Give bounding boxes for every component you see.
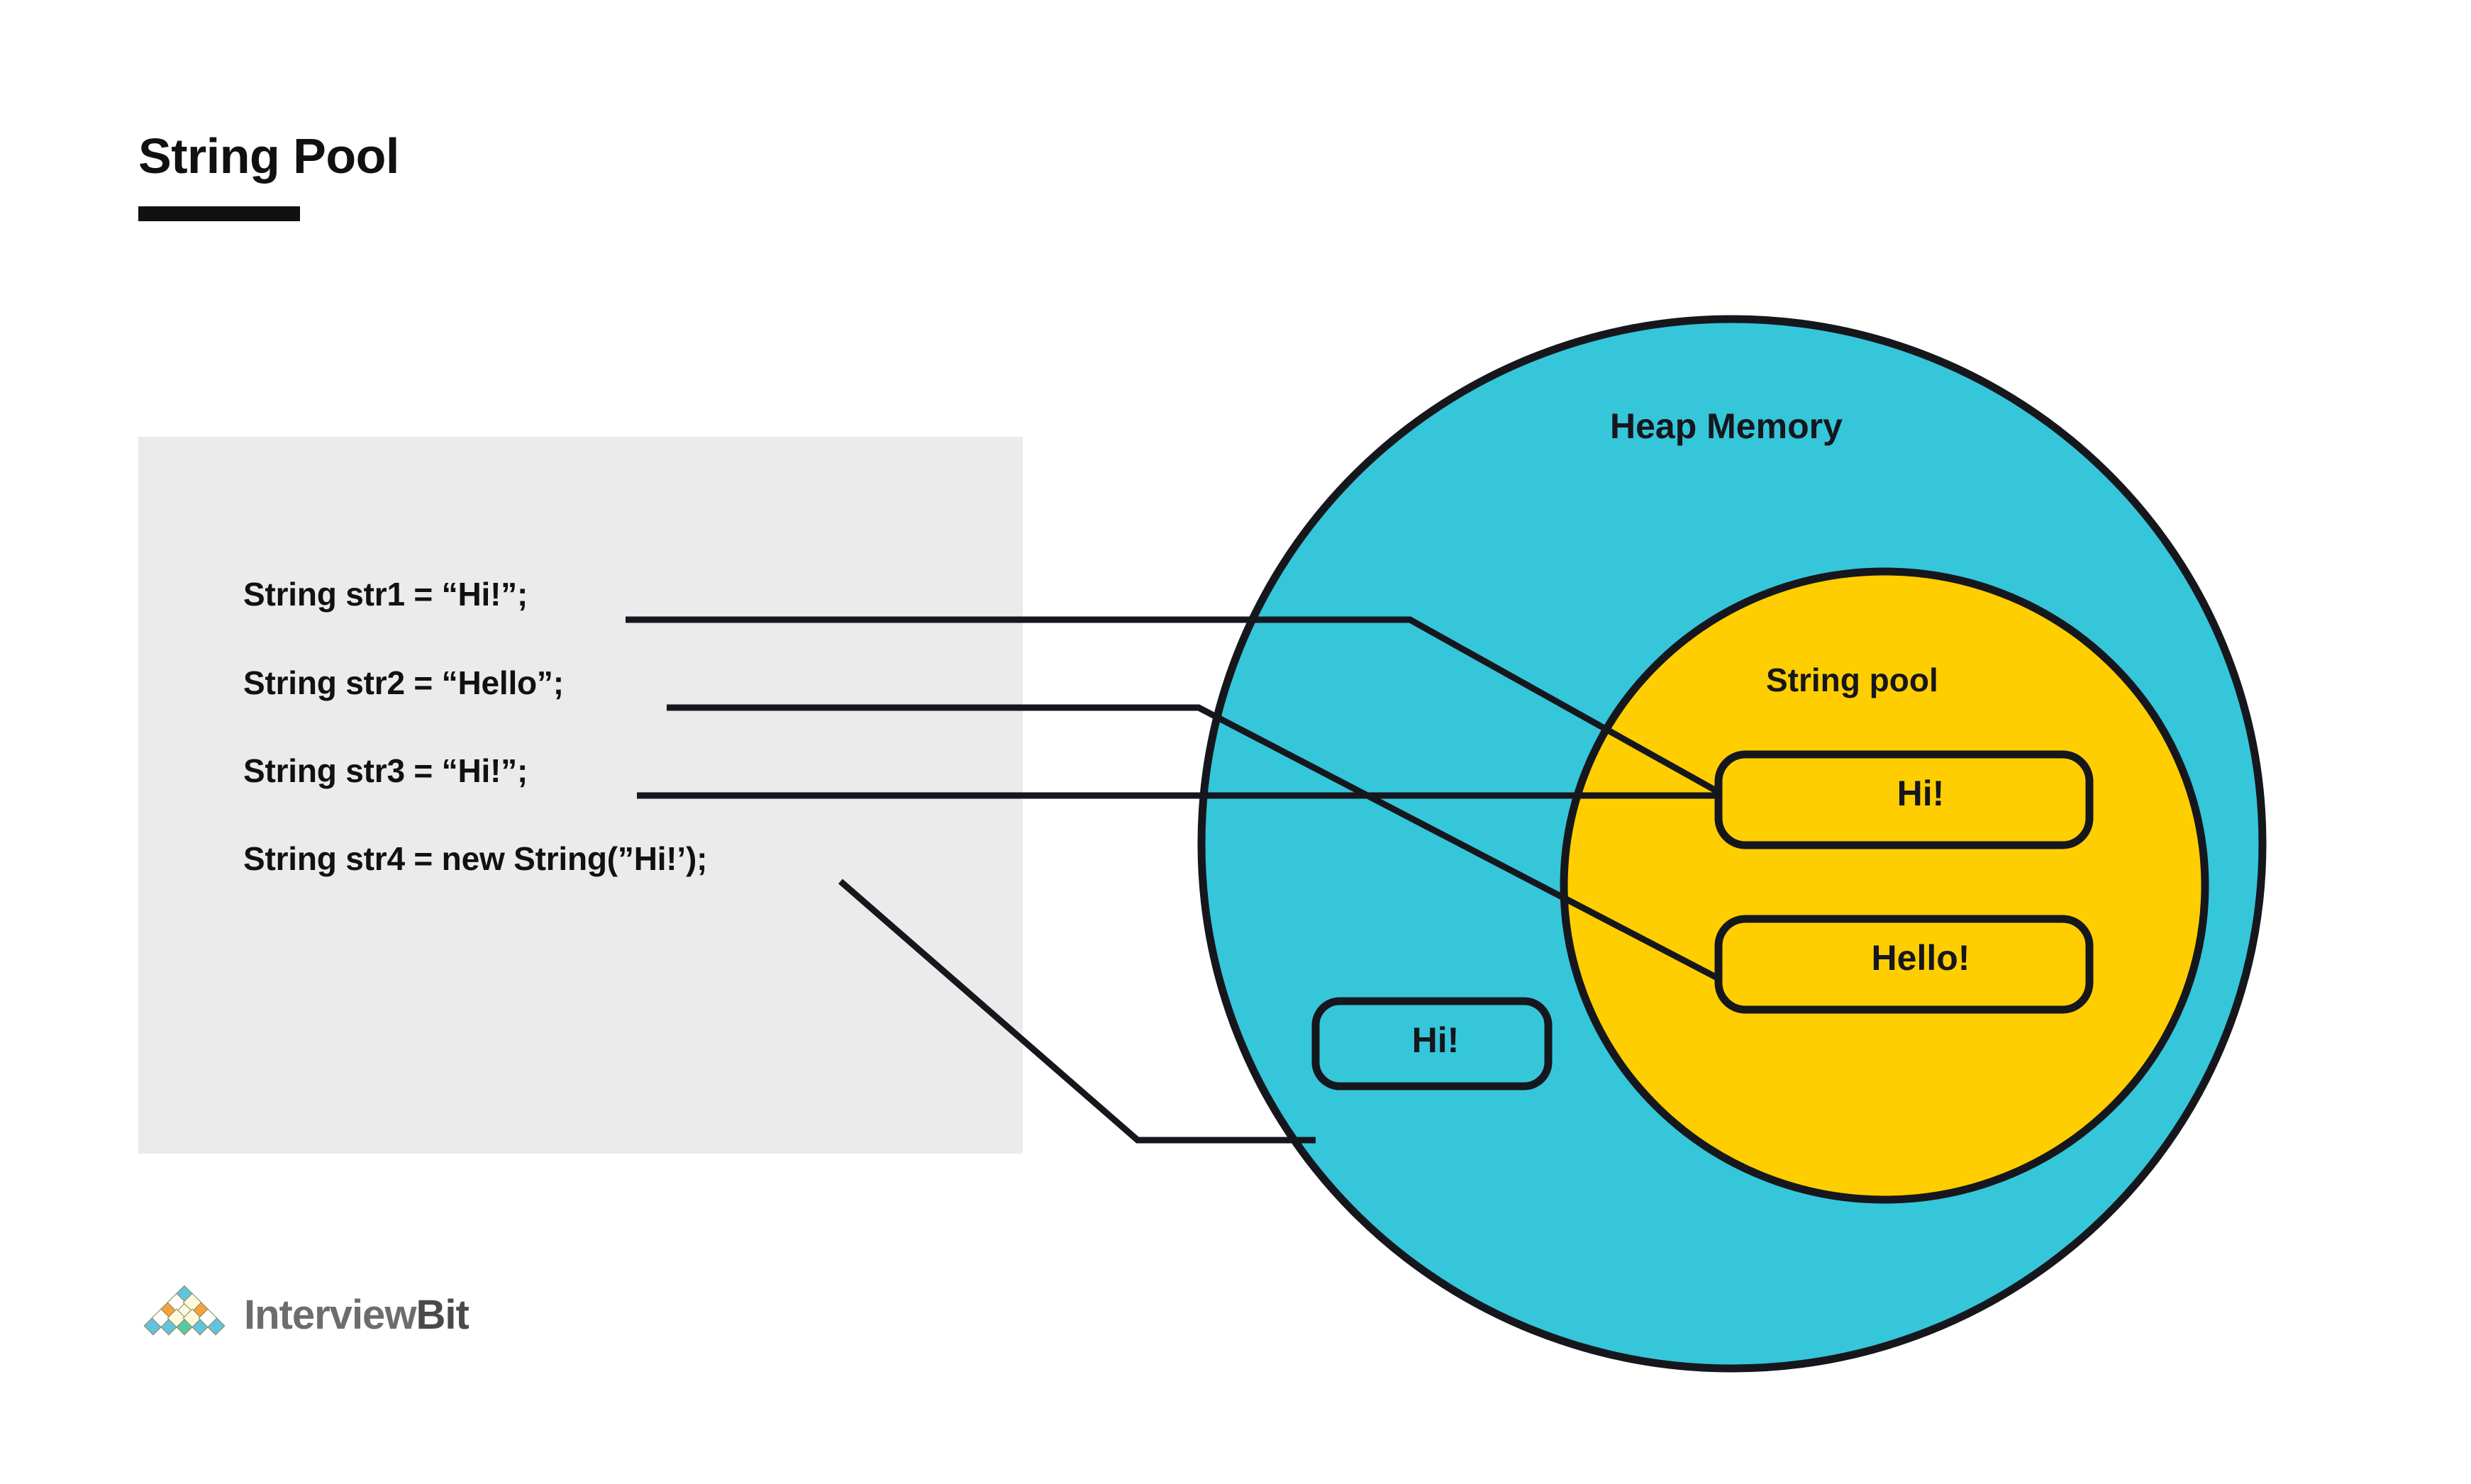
page-title: String Pool [138,128,399,184]
heap-memory-label: Heap Memory [1610,406,1843,446]
logo-text-interview: Interview [244,1292,416,1338]
code-panel: String str1 = “Hi!”; String str2 = “Hell… [138,437,1023,1154]
string-box-pool-hi-label: Hi! [1897,774,1945,813]
code-line-str1: String str1 = “Hi!”; [243,576,528,613]
interviewbit-wordmark: InterviewBit [244,1292,470,1338]
code-line-str4: String str4 = new String(”Hi!’); [243,840,708,877]
code-line-str2: String str2 = “Hello”; [243,664,564,701]
interviewbit-diamond-mark-icon [143,1285,226,1336]
string-box-heap-hi-label: Hi! [1411,1020,1460,1060]
logo-text-bit: Bit [416,1292,469,1338]
code-line-str3: String str3 = “Hi!”; [243,752,528,789]
heap-memory-circle [1197,315,2267,1373]
title-underline-rule [138,206,300,221]
string-box-pool-hello-label: Hello! [1871,938,1970,978]
string-pool-label: String pool [1766,662,1938,698]
title-block: String Pool [138,131,399,221]
interviewbit-logo: InterviewBit [139,1285,470,1346]
